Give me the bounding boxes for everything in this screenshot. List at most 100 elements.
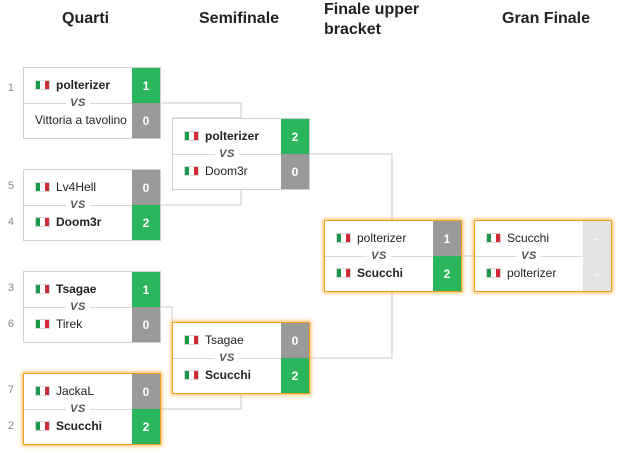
vs-label: VS [70,301,86,313]
seed-label: 2 [7,420,14,432]
score-badge: 1 [132,68,160,103]
match-row-top[interactable]: JackaL 0 [24,374,160,409]
match-row-bottom[interactable]: Scucchi 2 [24,409,160,444]
match-row-top[interactable]: polterizer 1 [325,221,461,256]
match-row-top[interactable]: Tsagae 0 [173,323,309,358]
match-quarterfinal-2[interactable]: Lv4Hell 0 VS Doom3r 2 [23,169,161,241]
score-badge: 2 [281,358,309,393]
match-upper-final[interactable]: polterizer 1 VS Scucchi 2 [324,220,462,292]
italy-flag-icon [486,233,501,243]
player-name: polterizer [205,129,260,143]
match-row-bottom[interactable]: Doom3r 0 [173,154,309,189]
vs-divider: VS [173,146,281,162]
connector-q1-s1 [160,102,242,119]
italy-flag-icon [35,284,50,294]
seed-label: 1 [7,82,14,94]
match-row-bottom[interactable]: Vittoria a tavolino 0 [24,103,160,138]
italy-flag-icon [184,370,199,380]
match-grand-final[interactable]: Scucchi - VS polterizer - [474,220,612,292]
italy-flag-icon [184,131,199,141]
match-row-top[interactable]: polterizer 1 [24,68,160,103]
score-badge: 2 [281,119,309,154]
match-row-top[interactable]: polterizer 2 [173,119,309,154]
italy-flag-icon [336,233,351,243]
italy-flag-icon [35,421,50,431]
match-row-bottom[interactable]: Tirek 0 [24,307,160,342]
score-badge: 0 [132,374,160,409]
vs-divider: VS [325,248,433,264]
score-badge: 2 [132,205,160,240]
vs-label: VS [371,250,387,262]
vs-label: VS [219,148,235,160]
match-row-bottom[interactable]: Scucchi 2 [325,256,461,291]
vs-divider: VS [24,197,132,213]
player-name: Vittoria a tavolino [35,113,127,127]
seed-label: 5 [7,180,14,192]
connector-q3-s2 [160,306,173,322]
match-semifinal-2[interactable]: Tsagae 0 VS Scucchi 2 [172,322,310,394]
player-name: polterizer [56,78,111,92]
connector-q2-s1 [160,188,242,206]
score-badge: 2 [433,256,461,291]
round-title-gran-finale: Gran Finale [502,10,591,27]
italy-flag-icon [35,80,50,90]
italy-flag-icon [35,217,50,227]
score-badge: 1 [132,272,160,307]
match-quarterfinal-1[interactable]: polterizer 1 VS Vittoria a tavolino 0 [23,67,161,139]
italy-flag-icon [336,268,351,278]
seed-label: 7 [7,384,14,396]
player-name: Tsagae [205,333,244,347]
italy-flag-icon [35,182,50,192]
italy-flag-icon [35,319,50,329]
score-badge: 0 [281,323,309,358]
vs-label: VS [70,199,86,211]
seed-label: 3 [7,282,14,294]
italy-flag-icon [486,268,501,278]
seed-label: 4 [7,216,14,228]
round-title-finale-upper: Finale upper bracket [324,1,420,38]
connector-s2-f1 [310,292,393,359]
player-name: Scucchi [56,419,103,433]
vs-divider: VS [24,299,132,315]
match-quarterfinal-3[interactable]: Tsagae 1 VS Tirek 0 [23,271,161,343]
vs-divider: VS [475,248,583,264]
seed-label: 6 [7,318,14,330]
match-row-top[interactable]: Scucchi - [475,221,611,256]
match-semifinal-1[interactable]: polterizer 2 VS Doom3r 0 [172,118,310,190]
vs-divider: VS [24,401,132,417]
player-name: Doom3r [56,215,102,229]
vs-label: VS [70,403,86,415]
vs-label: VS [70,97,86,109]
round-title-quarti: Quarti [62,10,110,27]
score-badge: 0 [132,170,160,205]
vs-divider: VS [24,95,132,111]
vs-label: VS [219,352,235,364]
player-name: Doom3r [205,164,248,178]
round-title-semifinale: Semifinale [199,10,280,27]
score-badge: 0 [132,103,160,138]
score-badge: 0 [281,154,309,189]
score-badge: 2 [132,409,160,444]
connector-q4-s2 [160,394,242,410]
player-name: JackaL [56,384,95,398]
score-badge: - [583,256,611,291]
player-name: Scucchi [507,231,550,245]
match-row-top[interactable]: Tsagae 1 [24,272,160,307]
player-name: Tsagae [56,282,97,296]
match-row-bottom[interactable]: Doom3r 2 [24,205,160,240]
vs-label: VS [521,250,537,262]
player-name: Scucchi [205,368,252,382]
vs-divider: VS [173,350,281,366]
italy-flag-icon [184,335,199,345]
player-name: Tirek [56,317,83,331]
connector-s1-f1 [310,153,393,220]
match-row-bottom[interactable]: polterizer - [475,256,611,291]
player-name: Scucchi [357,266,404,280]
italy-flag-icon [184,166,199,176]
match-quarterfinal-4[interactable]: JackaL 0 VS Scucchi 2 [23,373,161,445]
match-row-bottom[interactable]: Scucchi 2 [173,358,309,393]
score-badge: 1 [433,221,461,256]
score-badge: 0 [132,307,160,342]
italy-flag-icon [35,386,50,396]
match-row-top[interactable]: Lv4Hell 0 [24,170,160,205]
